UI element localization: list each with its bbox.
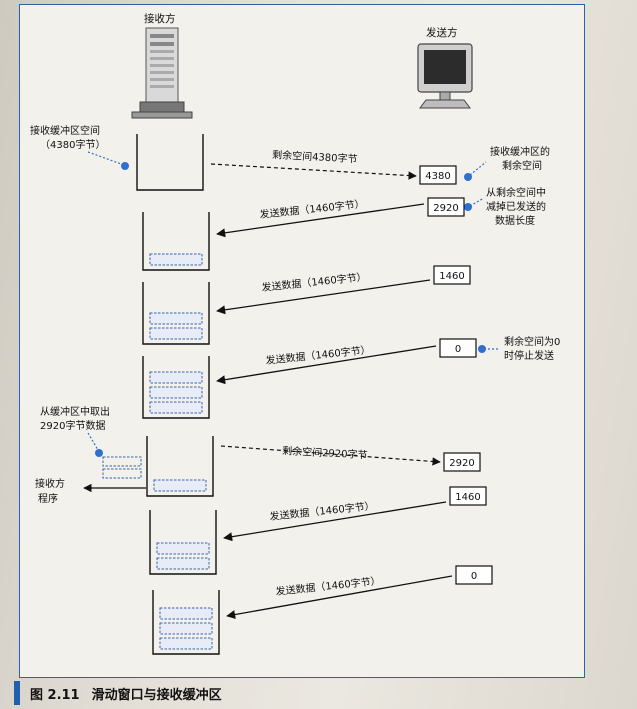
window-value: 1460: [455, 492, 480, 503]
buffered-packet: [149, 253, 203, 266]
buffered-packet: [159, 637, 213, 650]
take-label-line1: 从缓冲区中取出: [40, 405, 110, 418]
window-value-box: [449, 486, 487, 506]
buffer-label-line1: 接收缓冲区空间: [30, 124, 100, 137]
note-subtract-line2: 减掉已发送的: [486, 200, 546, 213]
caption-number: 图 2.11: [30, 688, 80, 703]
figure-caption: 图 2.11 滑动窗口与接收缓冲区: [30, 684, 234, 703]
receive-buffer: [142, 212, 210, 271]
note-zero-dot: [478, 345, 486, 353]
window-value-box: [439, 338, 477, 358]
window-value: 4380: [425, 171, 450, 182]
window-value: 2920: [433, 203, 458, 214]
sequence-rows: 剩余空间4380字节 4380 发送数据（1460字节） 2920 发送数据（1460字…: [136, 134, 493, 655]
send-data-arrow: [216, 345, 437, 385]
server-icon: [131, 27, 193, 119]
buffered-packet: [156, 557, 210, 570]
receiver-title: 接收方: [144, 12, 176, 25]
note-zero-line1: 剩余空间为0: [504, 335, 560, 348]
arrow-message: 发送数据（1460字节）: [275, 574, 381, 598]
window-value: 1460: [439, 271, 464, 282]
take-callout-dot: [95, 449, 103, 457]
take-label-line2: 2920字节数据: [40, 419, 105, 432]
buffered-packet: [149, 327, 203, 340]
receive-buffer: [149, 510, 217, 575]
window-value: 2920: [449, 458, 474, 469]
buffered-packet: [159, 622, 213, 635]
send-data-arrow: [226, 575, 453, 620]
monitor-icon: [417, 43, 473, 109]
note-subtract-line3: 数据长度: [495, 214, 535, 227]
receive-buffer: [142, 356, 210, 419]
caption-accent-bar: [14, 681, 20, 705]
send-data-arrow: [223, 501, 447, 542]
window-advertisement-arrow: [210, 163, 417, 180]
arrow-message: 发送数据（1460字节）: [269, 499, 375, 523]
window-value-box: [427, 197, 465, 217]
buffer-label-line2: （4380字节）: [40, 138, 105, 151]
window-value-box: [419, 165, 457, 185]
arrow-message: 发送数据（1460字节）: [259, 197, 365, 221]
note-remaining-line2: 剩余空间: [502, 159, 542, 172]
note-remaining-line1: 接收缓冲区的: [490, 145, 550, 158]
note-subtract-dot: [464, 203, 472, 211]
buffered-packet: [149, 371, 203, 384]
arrow-message: 剩余空间4380字节: [272, 148, 358, 165]
app-label-line2: 程序: [38, 492, 58, 505]
caption-title: 滑动窗口与接收缓冲区: [91, 688, 222, 703]
window-value-box: [443, 452, 481, 472]
receive-buffer: [152, 590, 220, 655]
buffered-packet: [149, 401, 203, 414]
arrow-message: 发送数据（1460字节）: [261, 270, 367, 294]
window-value: 0: [471, 571, 477, 582]
arrow-message: 发送数据（1460字节）: [265, 343, 371, 367]
buffered-packet: [156, 542, 210, 555]
buffer-callout-dot: [121, 162, 129, 170]
receive-buffer: [146, 436, 214, 497]
note-remaining-dot: [464, 173, 472, 181]
note-zero-line2: 时停止发送: [504, 349, 554, 362]
send-data-arrow: [216, 279, 431, 315]
window-value-box: [433, 265, 471, 285]
taken-packet: [102, 468, 142, 479]
send-data-arrow: [216, 203, 425, 238]
window-value-box: [455, 565, 493, 585]
buffered-packet: [153, 479, 207, 492]
buffered-packet: [149, 386, 203, 399]
receive-buffer: [136, 134, 204, 191]
buffered-packet: [149, 312, 203, 325]
note-subtract-line1: 从剩余空间中: [486, 186, 546, 199]
window-advertisement-arrow: [220, 445, 441, 466]
app-label-line1: 接收方: [35, 477, 65, 490]
buffered-packet: [159, 607, 213, 620]
window-value: 0: [455, 344, 461, 355]
receive-buffer: [142, 282, 210, 345]
sender-title: 发送方: [426, 26, 458, 39]
arrow-message: 剩余空间2920字节: [282, 444, 368, 461]
taken-packet: [102, 456, 142, 467]
